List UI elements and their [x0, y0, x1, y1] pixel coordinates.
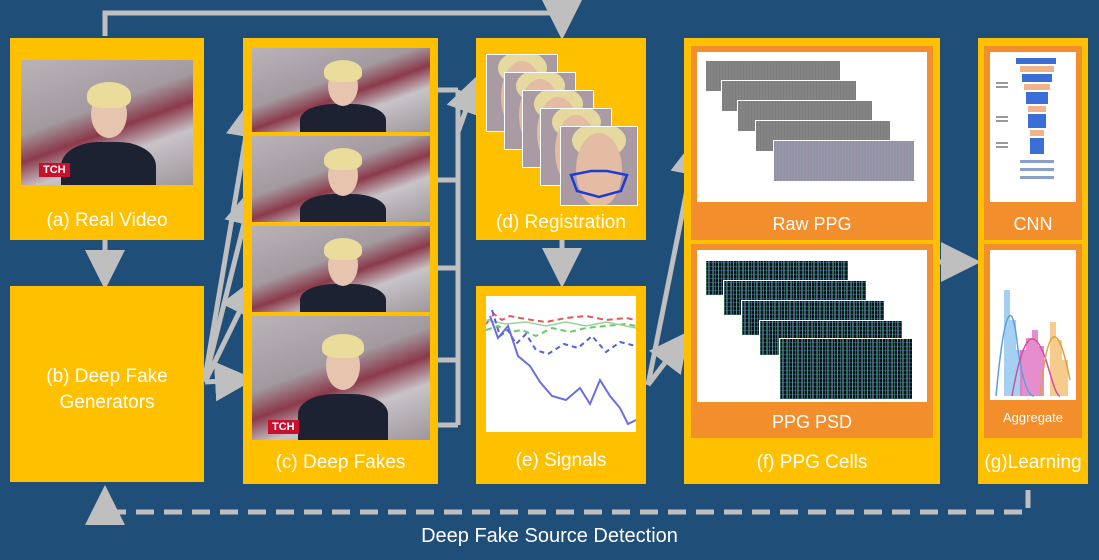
channel-logo: TCH	[39, 163, 70, 177]
real-video-thumbnail: TCH	[21, 60, 193, 185]
deep-fake-frame-2	[252, 136, 430, 222]
aggregate-label: Aggregate	[1003, 410, 1063, 425]
generators-box: (b) Deep Fake Generators	[10, 286, 204, 482]
registered-face-5	[560, 126, 638, 206]
registration-label: (d) Registration	[496, 212, 626, 233]
arrow-source-detection	[85, 485, 1031, 525]
deep-fake-frame-4: TCH	[252, 316, 430, 440]
signals-label: (e) Signals	[515, 450, 607, 471]
channel-logo: TCH	[268, 420, 299, 434]
generators-label-line1: (b) Deep Fake	[46, 366, 168, 387]
psd-strip-5	[779, 338, 913, 400]
ppg-cells-label: (f) PPG Cells	[756, 452, 868, 473]
raw-ppg-panel: Raw PPG	[691, 46, 933, 240]
ppg-psd-panel: PPG PSD	[691, 244, 933, 438]
signals-plot	[485, 296, 637, 432]
deep-fakes-box: TCH (c) Deep Fakes	[243, 38, 438, 484]
ppg-cells-box: Raw PPG PPG PSD (f) PPG Cells	[684, 38, 940, 484]
arrow-gen-to-fake-4	[204, 361, 255, 402]
real-video-box: TCH (a) Real Video	[10, 38, 204, 240]
source-detection-label: Deep Fake Source Detection	[421, 525, 678, 547]
signal-green-solid	[485, 319, 637, 329]
generators-label-line2: Generators	[59, 392, 155, 413]
arrow-real-to-registration	[102, 0, 582, 40]
signal-blue	[489, 315, 637, 426]
deep-fake-frame-3	[252, 226, 430, 312]
signal-green	[485, 322, 637, 338]
arrow-fakes-to-registration	[432, 88, 474, 428]
aggregate-panel: Aggregate	[984, 244, 1082, 438]
arrow-gen-to-fake-1	[202, 97, 266, 379]
cnn-architecture	[996, 58, 1056, 179]
ppg-psd-label: PPG PSD	[771, 412, 853, 432]
learning-box: CNN Aggregate (g)Learning	[978, 38, 1088, 484]
signals-box: (e) Signals	[476, 286, 646, 484]
real-video-label: (a) Real Video	[46, 210, 168, 231]
learning-histogram	[995, 290, 1071, 397]
registration-box: (d) Registration	[476, 38, 646, 240]
deep-fakes-label: (c) Deep Fakes	[275, 452, 406, 473]
cnn-panel: CNN	[984, 46, 1082, 240]
raw-ppg-strip-5	[773, 140, 915, 182]
learning-label: (g)Learning	[984, 452, 1082, 473]
arrow-signals-to-psd	[646, 331, 690, 387]
signal-red	[485, 312, 637, 325]
deep-fake-frame-1	[252, 48, 430, 132]
raw-ppg-label: Raw PPG	[772, 214, 852, 234]
cnn-label: CNN	[1013, 214, 1053, 234]
arrow-gen-to-fake-3	[202, 276, 257, 384]
signal-blue-dashed	[491, 309, 637, 356]
